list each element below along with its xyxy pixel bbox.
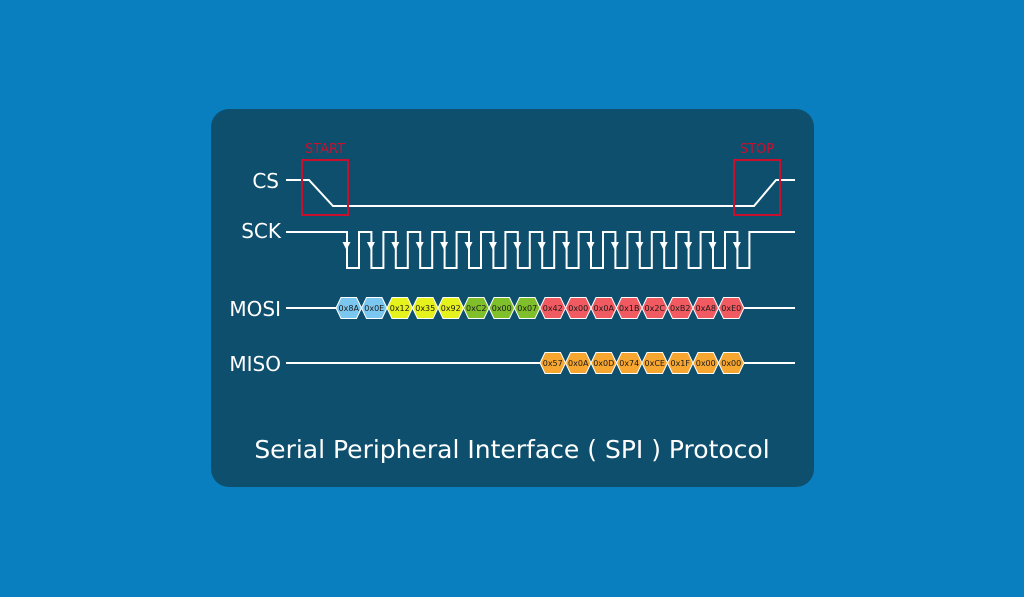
stop-marker-box	[733, 159, 781, 216]
miso-label: MISO	[229, 352, 281, 376]
sck-arrow	[562, 242, 571, 250]
sck-arrow	[684, 242, 693, 250]
sck-arrow	[342, 242, 351, 250]
byte-value: 0x35	[415, 304, 435, 313]
cs-label: CS	[252, 169, 279, 193]
byte-value: 0x00	[568, 304, 588, 313]
sck-arrow	[537, 242, 546, 250]
byte-value: 0x12	[390, 304, 410, 313]
sck-arrow	[513, 242, 522, 250]
byte-value: 0x57	[543, 359, 563, 368]
byte-value: 0xA8	[696, 304, 716, 313]
byte-value: 0x0A	[568, 359, 589, 368]
byte-value: 0x2C	[645, 304, 666, 313]
diagram-caption: Serial Peripheral Interface ( SPI ) Prot…	[254, 435, 769, 464]
byte-value: 0xE0	[721, 304, 741, 313]
byte-value: 0xC2	[466, 304, 487, 313]
byte-value: 0x00	[492, 304, 512, 313]
byte-value: 0x1B	[619, 304, 639, 313]
sck-edge-arrows	[342, 242, 741, 250]
sck-arrow	[732, 242, 741, 250]
byte-value: 0xCE	[645, 359, 665, 368]
byte-value: 0x0D	[593, 359, 614, 368]
start-marker-box	[301, 159, 349, 216]
byte-value: 0x74	[619, 359, 639, 368]
mosi-label: MOSI	[229, 297, 281, 321]
sck-arrow	[586, 242, 595, 250]
byte-value: 0xB2	[670, 304, 690, 313]
byte-cell	[717, 297, 745, 319]
miso-byte-sequence: 0x57 0x0A 0x0D 0x74 0xCE 0x1F 0x00 0x00	[539, 352, 745, 374]
sck-arrow	[391, 242, 400, 250]
byte-value: 0x92	[441, 304, 461, 313]
sck-arrow	[366, 242, 375, 250]
sck-arrow	[415, 242, 424, 250]
byte-value: 0x1F	[670, 359, 690, 368]
stop-marker-label: STOP	[740, 142, 774, 157]
start-marker-label: START	[305, 142, 345, 157]
byte-value: 0x8A	[339, 304, 360, 313]
sck-arrow	[659, 242, 668, 250]
mosi-byte-sequence: 0x8A 0x0E 0x12 0x35 0x92 0xC2 0x00 0x07 0x42 0x00…	[335, 297, 745, 319]
sck-arrow	[464, 242, 473, 250]
diagram-card	[211, 109, 814, 487]
sck-label: SCK	[241, 219, 282, 243]
sck-arrow	[440, 242, 449, 250]
sck-arrow	[488, 242, 497, 250]
sck-arrow	[635, 242, 644, 250]
byte-cell	[717, 352, 745, 374]
byte-value: 0x07	[517, 304, 537, 313]
sck-waveform	[286, 231, 795, 269]
byte-value: 0x0E	[364, 304, 384, 313]
byte-value: 0x00	[721, 359, 741, 368]
byte-value: 0x00	[696, 359, 716, 368]
sck-arrow	[708, 242, 717, 250]
byte-value: 0x0A	[594, 304, 615, 313]
byte-value: 0x42	[543, 304, 563, 313]
sck-arrow	[610, 242, 619, 250]
